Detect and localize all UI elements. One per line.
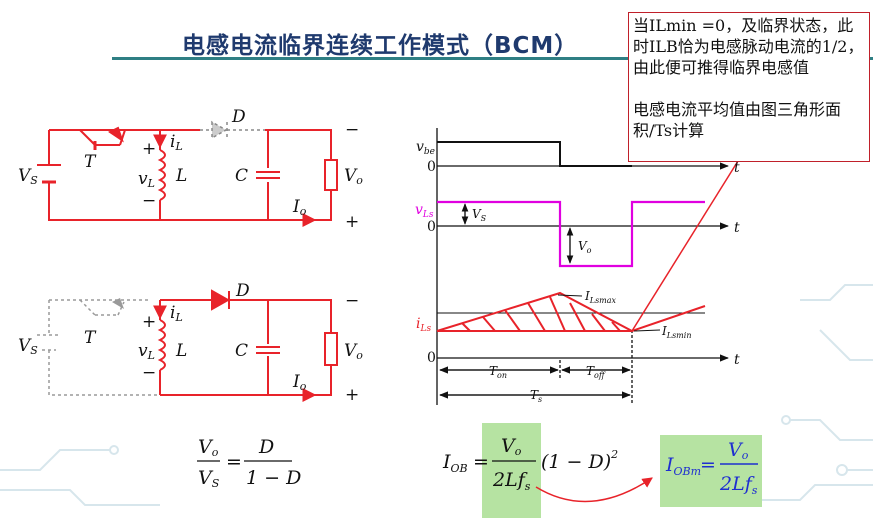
callout-note: 当ILmin =0，及临界状态，此时ILB恰为电感脉动电流的1/2，由此便可推得…: [628, 12, 870, 162]
vs-label-top: VS: [18, 166, 38, 187]
vo-step-label: Vo: [578, 239, 592, 255]
switch-label-bottom: T: [84, 328, 97, 348]
iob-frac-denominator: 2Lfs: [492, 469, 531, 493]
t-axis-2: t: [734, 220, 740, 236]
iobm-symbol: IOBm: [665, 454, 701, 478]
iob-frac-numerator: Vo: [501, 435, 522, 458]
ilsmax-label: ILsmax: [584, 289, 617, 305]
vbe-waveform: [437, 141, 632, 167]
io-label-bottom: Io: [292, 372, 307, 393]
ilsmin-label: ILsmin: [661, 324, 691, 340]
ton-label: Ton: [489, 364, 507, 380]
circuit-bottom: [153, 289, 338, 402]
inductor-label-top: L: [175, 166, 187, 186]
vbe-label: vbe: [416, 139, 435, 157]
zero-2: 0: [427, 219, 436, 235]
il-label-bottom: iL: [170, 303, 183, 324]
diode-label-top: D: [231, 107, 246, 127]
plus-top: +: [142, 139, 156, 159]
zero-1: 0: [427, 159, 436, 175]
diode-label-bottom: D: [235, 281, 250, 301]
vs-step-label: VS: [472, 207, 487, 223]
pointer-lines: [557, 294, 661, 332]
ratio-numerator: Vo: [198, 436, 219, 459]
t-axis-3: t: [734, 352, 740, 368]
zero-3: 0: [427, 350, 436, 366]
callout-text-1: 当ILmin =0，及临界状态，此时ILB恰为电感脉动电流的1/2，由此便可推得…: [633, 16, 864, 77]
circuit-bottom-off: [37, 299, 160, 396]
vls-label: vLs: [415, 202, 434, 220]
switch-off-arrow: [112, 298, 124, 309]
page-title: 电感电流临界连续工作模式（BCM）: [182, 33, 579, 59]
title-underline: [112, 57, 873, 60]
plus-bottom: +: [142, 312, 156, 332]
ils-label: iLs: [416, 316, 431, 334]
callout-text-2: 电感电流平均值由图三角形面积/Ts计算: [633, 100, 842, 140]
formula-highlight-left: [482, 423, 541, 518]
io-label-top: Io: [292, 197, 307, 218]
vls-waveform: [437, 200, 705, 268]
vl-label-bottom: vL: [138, 341, 155, 362]
toff-label: Toff: [586, 364, 606, 380]
callout-pointer: [631, 160, 739, 332]
vl-label-top: vL: [138, 169, 155, 190]
vls-dimension-arrows: [461, 203, 574, 264]
ratio-denominator: VS: [198, 467, 220, 490]
iobm-frac-numerator: Vo: [728, 439, 749, 462]
iobm-equals: =: [700, 454, 716, 476]
switch-label-top: T: [84, 152, 97, 172]
out-minus-bottom: −: [345, 291, 359, 311]
vs-label-bottom: VS: [18, 336, 38, 357]
out-minus-top: −: [345, 120, 359, 140]
out-plus-bottom: +: [345, 385, 359, 405]
vo-label-top: Vo: [344, 166, 363, 187]
il-waveform: [436, 291, 706, 333]
iob-equals: =: [473, 451, 489, 473]
il-label-top: iL: [170, 132, 183, 153]
t-axis-1: t: [734, 160, 740, 176]
circuit-decoration: [0, 284, 873, 506]
diode-off: [200, 120, 265, 140]
ratio-equals: =: [226, 451, 242, 473]
minus-bottom: −: [142, 363, 156, 383]
vo-label-bottom: Vo: [344, 341, 363, 362]
iob-factor: (1 − D)2: [541, 448, 618, 473]
formula-arrow: [535, 477, 653, 503]
ts-label: Ts: [530, 388, 542, 404]
cap-label-bottom: C: [235, 341, 248, 361]
formula-highlight-right: [660, 435, 762, 507]
inductor-label-bottom: L: [175, 341, 187, 361]
circuit-top: [37, 126, 338, 227]
iobm-frac-denominator: 2Lfs: [719, 473, 758, 497]
out-plus-top: +: [345, 212, 359, 232]
rhs-denominator: 1 − D: [246, 467, 301, 489]
rhs-numerator: D: [258, 436, 274, 458]
iob-symbol: IOB: [442, 451, 468, 475]
callout-gap: [633, 78, 865, 99]
cap-label-top: C: [235, 166, 248, 186]
minus-top: −: [142, 191, 156, 211]
